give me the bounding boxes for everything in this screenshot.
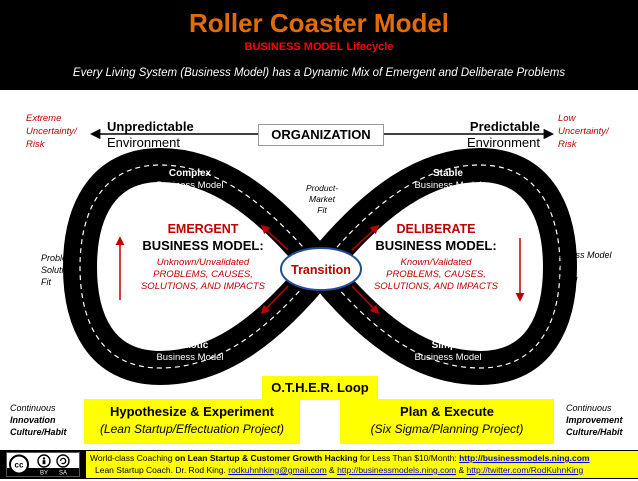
business-model-fit-label: Business Model Fit/ Scaling: [548, 249, 628, 285]
right-risk-line: Low: [558, 113, 576, 124]
side-note-line: Problem-: [41, 253, 78, 263]
plan-execute-title: Plan & Execute: [400, 404, 494, 419]
chaotic-business-model: Chaotic Business Model: [140, 340, 240, 364]
transition-arrow-up-right: [351, 224, 380, 251]
emergent-desc-line: SOLUTIONS, AND IMPACTS: [140, 281, 266, 292]
cont-line: Continuous: [566, 403, 612, 413]
pmf-line: Fit: [317, 205, 327, 215]
right-risk-label: Low Uncertainty/ Risk: [558, 112, 628, 151]
left-risk-label: Extreme Uncertainty/ Risk: [26, 112, 96, 151]
left-risk-line: Extreme: [26, 113, 62, 124]
email-link[interactable]: rodkuhnhking@gmail.com: [228, 465, 327, 475]
footer-text-part: for Less Than $10/Month:: [357, 453, 460, 463]
continuous-innovation-note: Continuous Innovation Culture/Habit: [10, 402, 82, 438]
complex-label: Complex: [168, 168, 212, 179]
business-model-label: Business Model: [414, 180, 482, 191]
footer-text-part: &: [326, 465, 338, 475]
business-model-label: Business Model: [414, 352, 482, 363]
header-banner: [0, 0, 638, 90]
transition-label: Transition: [291, 263, 351, 277]
page-title: Roller Coaster Model: [188, 8, 450, 38]
pmf-line: Product-: [305, 183, 339, 193]
organization-label: ORGANIZATION: [258, 124, 384, 146]
other-loop-label: O.T.H.E.R. Loop: [262, 376, 378, 400]
hypothesize-subtitle: (Lean Startup/Effectuation Project): [99, 422, 285, 436]
simple-business-model: Simple Business Model: [398, 340, 498, 364]
side-note-line: Fit/: [548, 262, 561, 272]
emergent-desc-line: Unknown/Unvalidated: [156, 257, 250, 268]
cc-license-badge[interactable]: cc BY SA: [6, 452, 80, 477]
tagline: Every Living System (Business Model) has…: [72, 67, 566, 79]
sa-text: SA: [59, 471, 67, 477]
product-market-fit-label: Product- Market Fit: [298, 183, 346, 216]
deliberate-desc-line: PROBLEMS, CAUSES,: [386, 269, 486, 280]
hypothesize-title: Hypothesize & Experiment: [110, 404, 274, 419]
chaotic-label: Chaotic: [171, 340, 209, 351]
deliberate-desc-line: Known/Validated: [400, 257, 472, 268]
cont-improvement: Improvement: [566, 415, 623, 425]
page-subtitle: BUSINESS MODEL Lifecycle: [244, 41, 394, 53]
footer-line-2: Lean Startup Coach. Dr. Rod King. rodkuh…: [90, 464, 636, 476]
footer-text-part: &: [456, 465, 467, 475]
simple-label: Simple: [431, 340, 465, 351]
cc-badge-icon: cc BY SA: [7, 453, 79, 477]
cont-culture: Culture/Habit: [10, 427, 67, 437]
plan-execute-subtitle: (Six Sigma/Planning Project): [370, 422, 524, 436]
hypothesize-experiment-box: Hypothesize & Experiment (Lean Startup/E…: [84, 399, 300, 444]
transition-arrow-up-left: [260, 224, 289, 251]
footer-text: World-class Coaching on Lean Startup & C…: [90, 452, 636, 476]
pmf-line: Market: [309, 194, 335, 204]
transition-arrow-down-right: [351, 285, 380, 315]
business-models-link[interactable]: http://businessmodels.ning.com: [459, 453, 590, 463]
deliberate-description: Known/Validated PROBLEMS, CAUSES, SOLUTI…: [366, 257, 506, 293]
problem-solution-fit-label: Problem- Solution Fit: [41, 252, 101, 288]
by-text: BY: [40, 471, 48, 477]
cc-text: cc: [15, 461, 24, 470]
side-note-line: Business Model: [548, 250, 612, 260]
footer-line-1: World-class Coaching on Lean Startup & C…: [90, 452, 636, 464]
emergent-title: EMERGENT: [167, 222, 239, 236]
stable-business-model: Stable Business Model: [398, 168, 498, 192]
transition-ellipse: [280, 247, 362, 291]
footer-bold-part: on Lean Startup & Customer Growth Hackin…: [174, 453, 358, 463]
deliberate-subtitle: BUSINESS MODEL:: [375, 238, 497, 253]
emergent-subtitle: BUSINESS MODEL:: [142, 238, 264, 253]
business-model-label: Business Model: [156, 180, 224, 191]
right-risk-line: Uncertainty/: [558, 126, 609, 137]
deliberate-business-model: DELIBERATE BUSINESS MODEL: Known/Validat…: [366, 222, 506, 293]
twitter-link[interactable]: http://twitter.com/RodKuhnKing: [466, 465, 584, 475]
transition-arrow-down-left: [260, 285, 289, 315]
business-models-link-2[interactable]: http://businessmodels.ning.com: [337, 465, 457, 475]
complex-business-model: Complex Business Model: [140, 168, 240, 192]
cont-culture: Culture/Habit: [566, 427, 623, 437]
left-risk-line: Uncertainty/: [26, 126, 77, 137]
side-note-line: Scaling: [548, 274, 578, 284]
other-loop-connector: [300, 398, 340, 428]
footer-text-part: Lean Startup Coach. Dr. Rod King.: [95, 465, 229, 475]
cont-innovation: Innovation: [10, 415, 56, 425]
side-note-line: Solution: [41, 265, 74, 275]
business-model-label: Business Model: [156, 352, 224, 363]
emergent-description: Unknown/Unvalidated PROBLEMS, CAUSES, SO…: [133, 257, 273, 293]
stable-label: Stable: [432, 168, 463, 179]
footer-text-part: World-class Coaching: [90, 453, 175, 463]
deliberate-desc-line: SOLUTIONS, AND IMPACTS: [373, 281, 499, 292]
left-risk-line: Risk: [26, 139, 45, 150]
deliberate-title: DELIBERATE: [396, 222, 476, 236]
emergent-business-model: EMERGENT BUSINESS MODEL: Unknown/Unvalid…: [133, 222, 273, 293]
side-note-line: Fit: [41, 277, 51, 287]
right-risk-line: Risk: [558, 139, 577, 150]
plan-execute-box: Plan & Execute (Six Sigma/Planning Proje…: [340, 399, 554, 444]
continuous-improvement-note: Continuous Improvement Culture/Habit: [566, 402, 636, 438]
footer-band: [86, 451, 638, 478]
emergent-desc-line: PROBLEMS, CAUSES,: [153, 269, 253, 280]
cont-line: Continuous: [10, 403, 56, 413]
